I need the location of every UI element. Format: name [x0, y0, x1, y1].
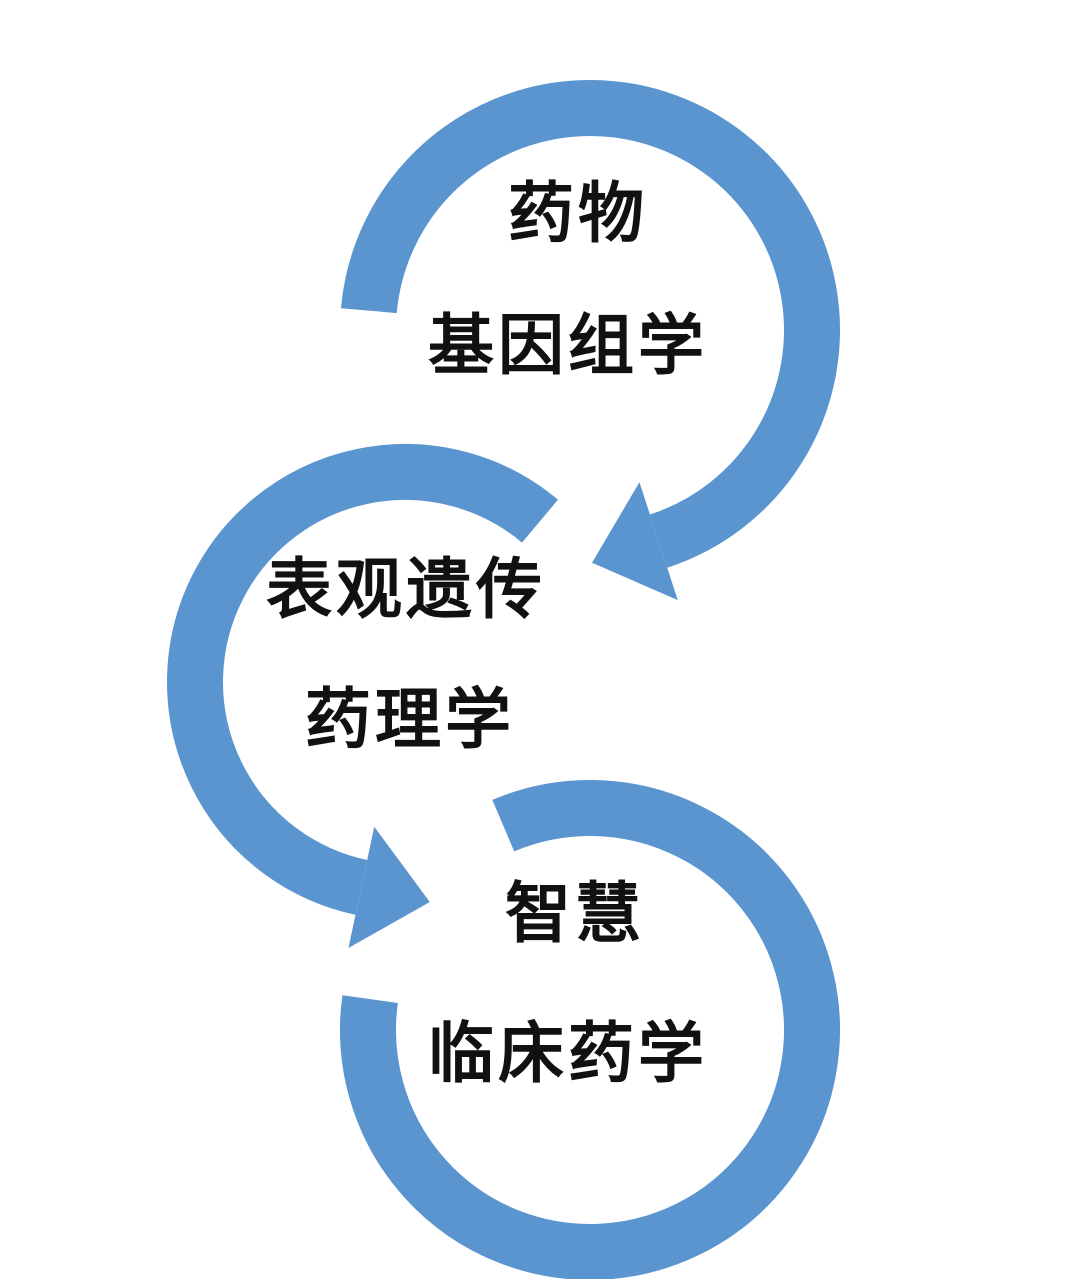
ring-3-arc [340, 780, 840, 1279]
ring-1-arrowhead [592, 482, 678, 601]
node-1-line1: 药物 [508, 174, 648, 252]
ring-2-arrowhead [348, 826, 430, 949]
node-1-line2: 基因组学 [428, 306, 708, 384]
ring-1-arc [340, 80, 840, 568]
ring-2-arc [167, 444, 558, 915]
node-3-line1: 智慧 [505, 874, 645, 952]
node-2-line1: 表观遗传 [266, 550, 546, 628]
node-3-line2: 临床药学 [428, 1014, 708, 1092]
node-2-line2: 药理学 [305, 680, 515, 758]
